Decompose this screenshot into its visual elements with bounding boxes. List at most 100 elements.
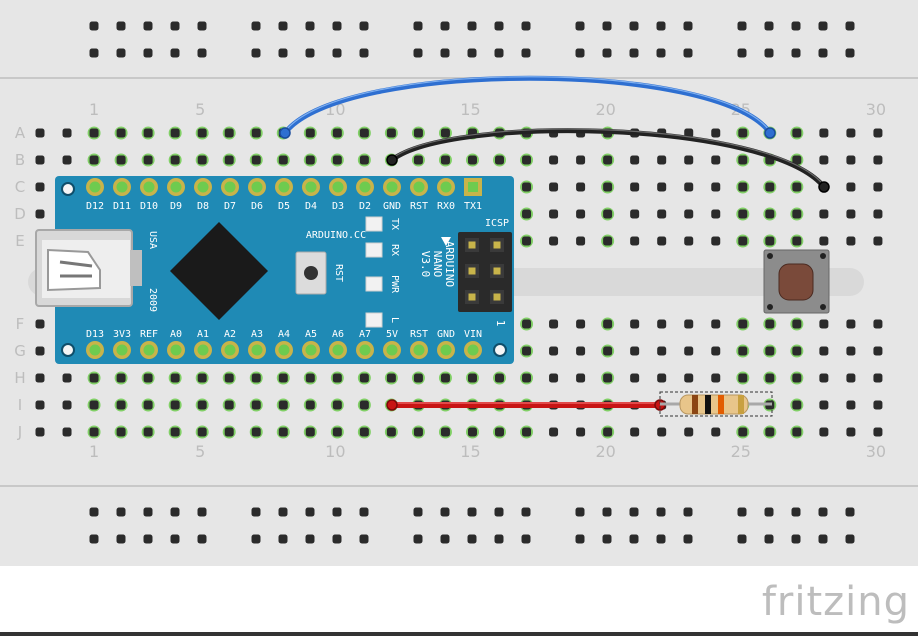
blue-wire[interactable] <box>282 75 773 136</box>
breadboard-hole[interactable] <box>35 319 45 329</box>
breadboard-hole[interactable] <box>440 427 450 437</box>
breadboard-hole[interactable] <box>495 373 505 383</box>
breadboard-hole[interactable] <box>792 400 802 410</box>
rail-hole[interactable] <box>737 507 747 517</box>
rail-hole[interactable] <box>629 534 639 544</box>
breadboard-hole[interactable] <box>549 427 559 437</box>
rail-hole[interactable] <box>494 507 504 517</box>
breadboard-hole[interactable] <box>792 236 802 246</box>
breadboard-hole[interactable] <box>549 319 559 329</box>
rail-hole[interactable] <box>89 534 99 544</box>
breadboard-hole[interactable] <box>630 373 640 383</box>
black-wire[interactable] <box>389 128 827 190</box>
breadboard-hole[interactable] <box>35 182 45 192</box>
breadboard-hole[interactable] <box>873 155 883 165</box>
rail-hole[interactable] <box>413 534 423 544</box>
push-button[interactable] <box>763 249 830 314</box>
rail-hole[interactable] <box>332 21 342 31</box>
breadboard-hole[interactable] <box>143 400 153 410</box>
breadboard-hole[interactable] <box>711 155 721 165</box>
rail-hole[interactable] <box>467 507 477 517</box>
breadboard-hole[interactable] <box>170 427 180 437</box>
breadboard-hole[interactable] <box>819 128 829 138</box>
breadboard-hole[interactable] <box>765 182 775 192</box>
breadboard-hole[interactable] <box>873 319 883 329</box>
breadboard-hole[interactable] <box>792 427 802 437</box>
breadboard-hole[interactable] <box>873 373 883 383</box>
breadboard-hole[interactable] <box>197 427 207 437</box>
breadboard-hole[interactable] <box>711 209 721 219</box>
rail-hole[interactable] <box>629 21 639 31</box>
breadboard-hole[interactable] <box>89 427 99 437</box>
breadboard-hole[interactable] <box>62 373 72 383</box>
breadboard-hole[interactable] <box>224 128 234 138</box>
rail-hole[interactable] <box>143 507 153 517</box>
breadboard-hole[interactable] <box>819 319 829 329</box>
breadboard-hole[interactable] <box>873 346 883 356</box>
rail-hole[interactable] <box>818 21 828 31</box>
breadboard-hole[interactable] <box>35 346 45 356</box>
breadboard-hole[interactable] <box>630 346 640 356</box>
breadboard-hole[interactable] <box>413 155 423 165</box>
breadboard-hole[interactable] <box>873 128 883 138</box>
breadboard-hole[interactable] <box>224 400 234 410</box>
rail-hole[interactable] <box>494 534 504 544</box>
breadboard-hole[interactable] <box>738 427 748 437</box>
rail-hole[interactable] <box>521 21 531 31</box>
breadboard-hole[interactable] <box>576 373 586 383</box>
rail-hole[interactable] <box>440 507 450 517</box>
breadboard-hole[interactable] <box>522 427 532 437</box>
breadboard-hole[interactable] <box>495 155 505 165</box>
rail-hole[interactable] <box>413 48 423 58</box>
rail-hole[interactable] <box>251 21 261 31</box>
breadboard-hole[interactable] <box>846 373 856 383</box>
breadboard-hole[interactable] <box>684 427 694 437</box>
breadboard-hole[interactable] <box>359 373 369 383</box>
breadboard-hole[interactable] <box>35 155 45 165</box>
rail-hole[interactable] <box>764 48 774 58</box>
breadboard-hole[interactable] <box>224 155 234 165</box>
rail-hole[interactable] <box>602 48 612 58</box>
breadboard-hole[interactable] <box>576 209 586 219</box>
breadboard-hole[interactable] <box>35 128 45 138</box>
breadboard-hole[interactable] <box>251 427 261 437</box>
rail-hole[interactable] <box>197 534 207 544</box>
breadboard-hole[interactable] <box>62 128 72 138</box>
rail-hole[interactable] <box>197 21 207 31</box>
breadboard-hole[interactable] <box>603 155 613 165</box>
breadboard-hole[interactable] <box>62 155 72 165</box>
breadboard-hole[interactable] <box>549 236 559 246</box>
breadboard-hole[interactable] <box>738 236 748 246</box>
breadboard-hole[interactable] <box>467 427 477 437</box>
rail-hole[interactable] <box>683 48 693 58</box>
breadboard-hole[interactable] <box>440 373 450 383</box>
breadboard-hole[interactable] <box>305 427 315 437</box>
rail-hole[interactable] <box>116 21 126 31</box>
breadboard-hole[interactable] <box>765 209 775 219</box>
rail-hole[interactable] <box>332 48 342 58</box>
breadboard-hole[interactable] <box>792 373 802 383</box>
rail-hole[interactable] <box>116 534 126 544</box>
breadboard-hole[interactable] <box>846 128 856 138</box>
breadboard-hole[interactable] <box>819 373 829 383</box>
rail-hole[interactable] <box>845 21 855 31</box>
breadboard-hole[interactable] <box>792 346 802 356</box>
rail-hole[interactable] <box>278 534 288 544</box>
breadboard-hole[interactable] <box>684 236 694 246</box>
breadboard-hole[interactable] <box>170 373 180 383</box>
breadboard-hole[interactable] <box>305 373 315 383</box>
breadboard-hole[interactable] <box>711 319 721 329</box>
breadboard-hole[interactable] <box>251 155 261 165</box>
breadboard-hole[interactable] <box>657 373 667 383</box>
breadboard-hole[interactable] <box>684 209 694 219</box>
rail-hole[interactable] <box>575 507 585 517</box>
breadboard-hole[interactable] <box>440 155 450 165</box>
breadboard-hole[interactable] <box>35 209 45 219</box>
breadboard-hole[interactable] <box>738 155 748 165</box>
breadboard-hole[interactable] <box>197 128 207 138</box>
rail-hole[interactable] <box>251 507 261 517</box>
breadboard-hole[interactable] <box>765 236 775 246</box>
rail-hole[interactable] <box>629 507 639 517</box>
breadboard-hole[interactable] <box>170 400 180 410</box>
breadboard-hole[interactable] <box>576 427 586 437</box>
